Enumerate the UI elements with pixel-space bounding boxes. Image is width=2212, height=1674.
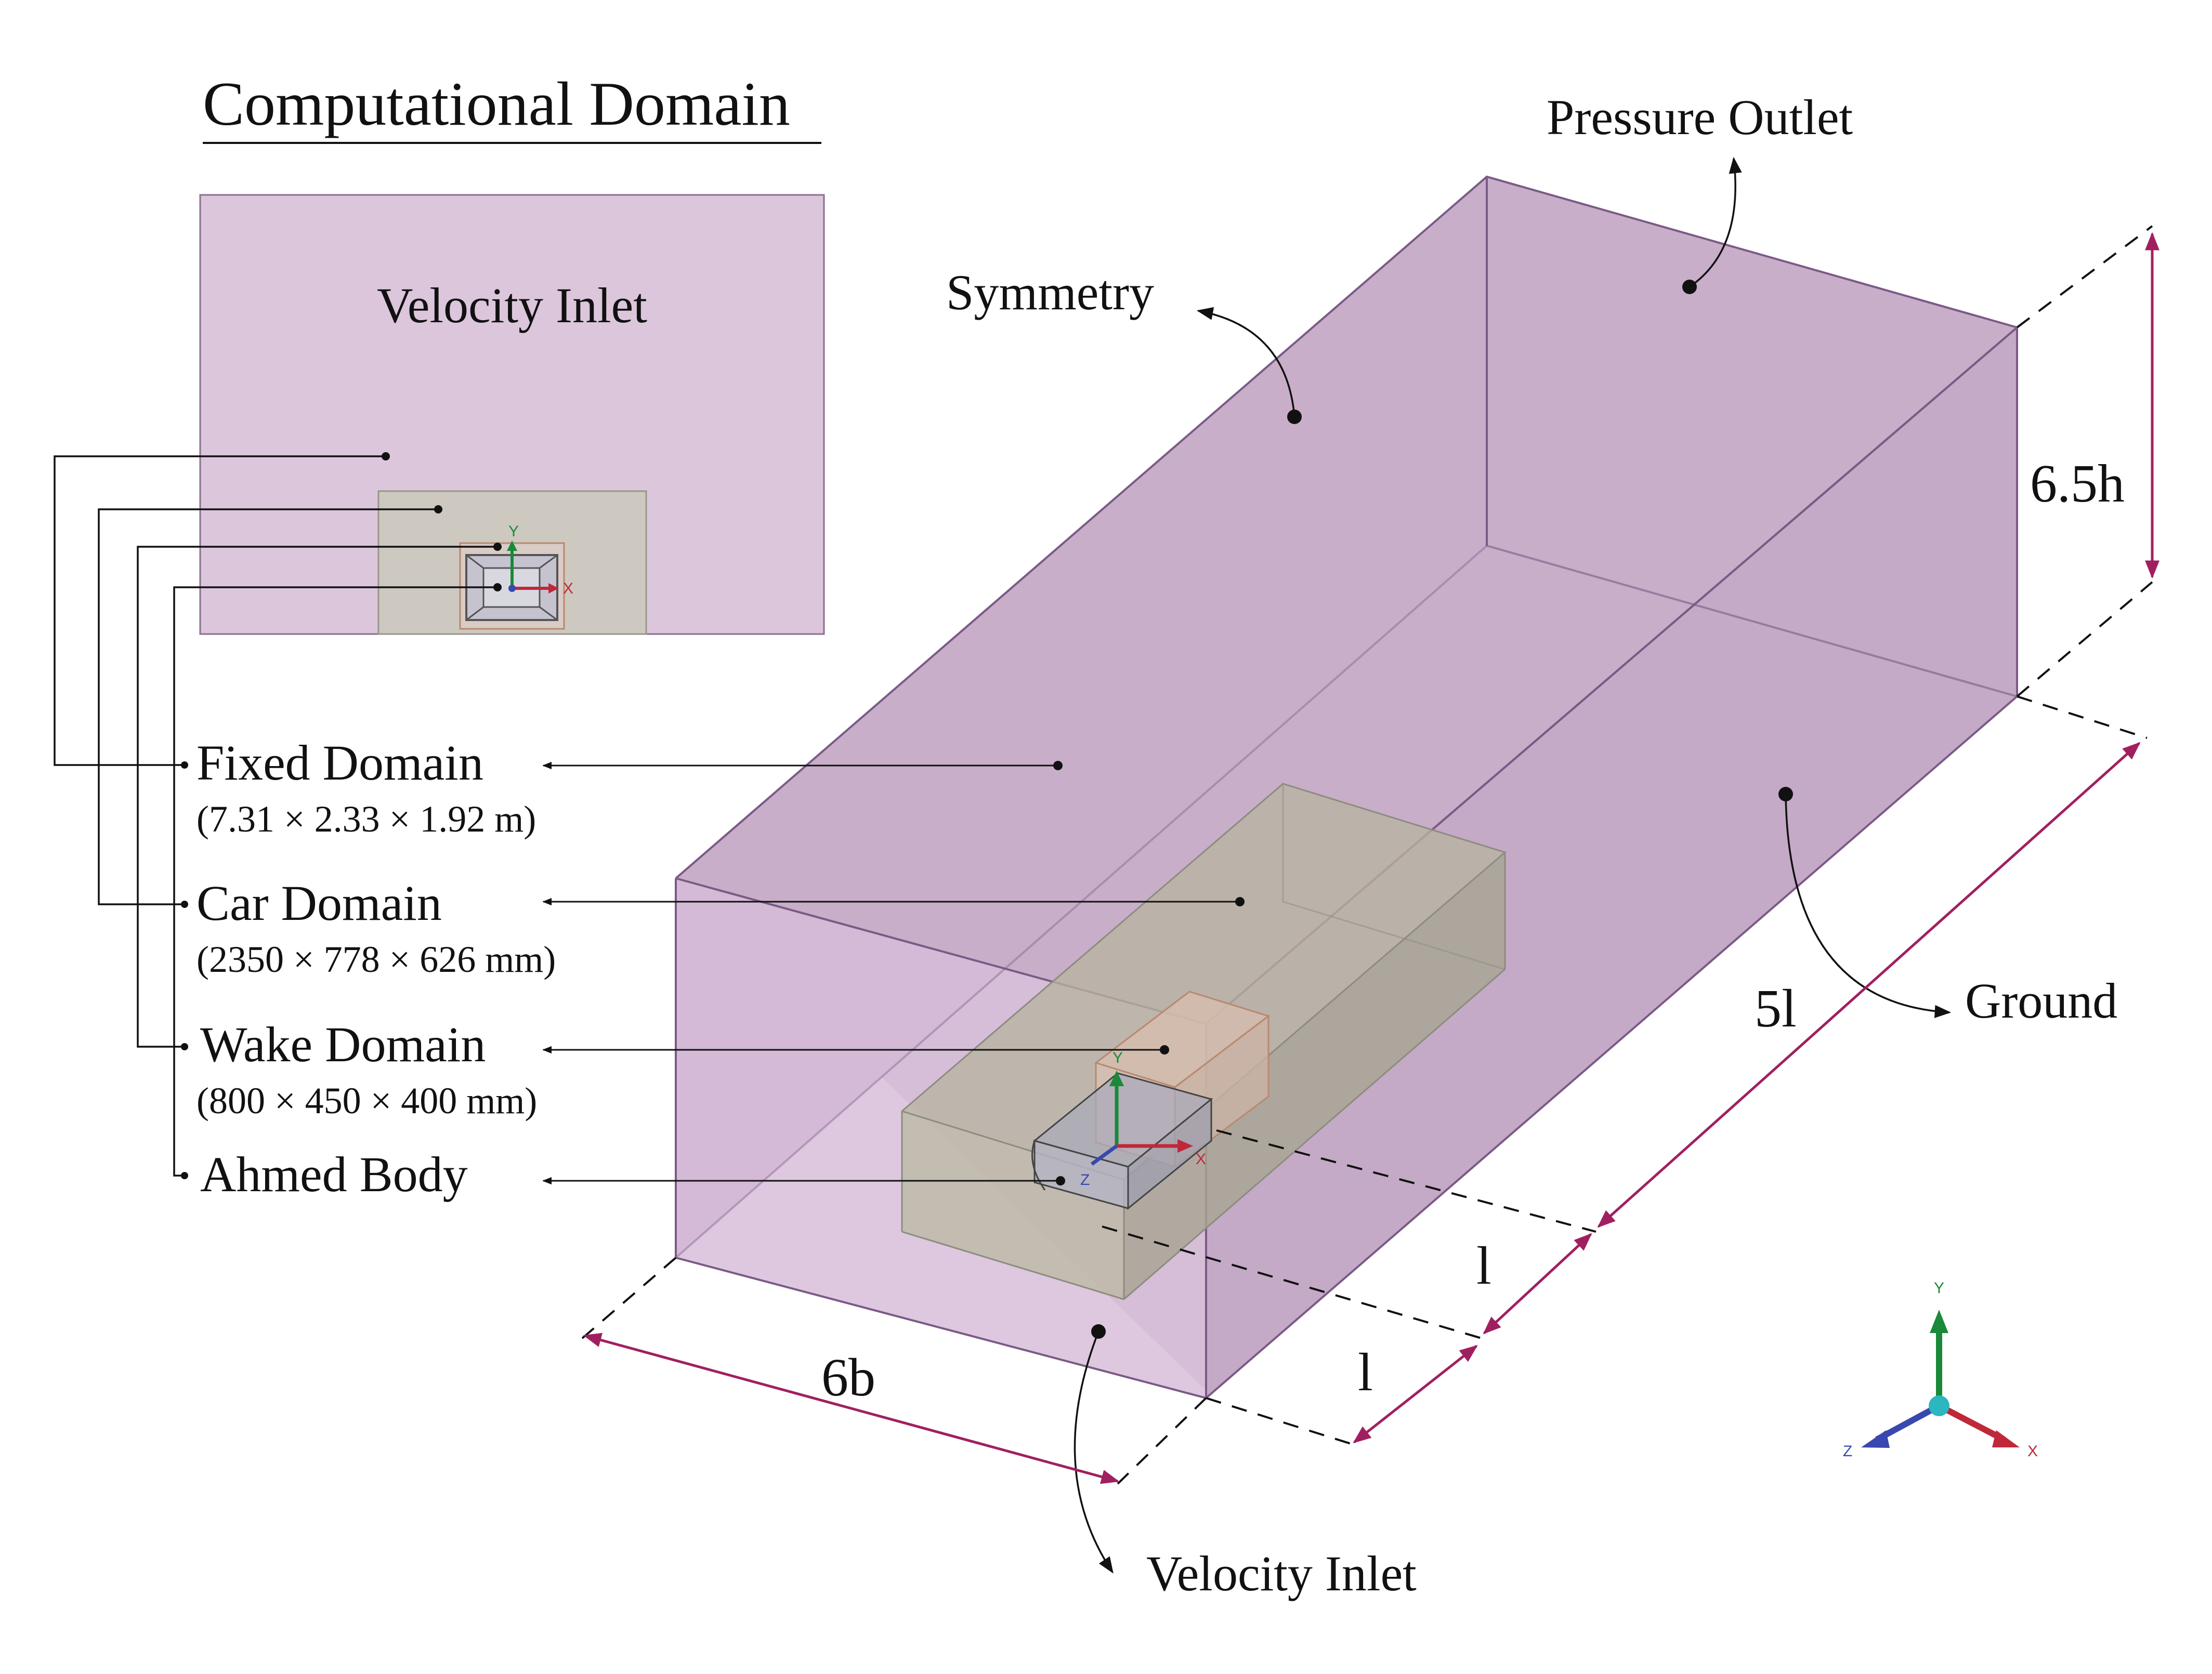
fixed-domain-size: (7.31 × 2.33 × 1.92 m) — [197, 798, 536, 840]
car-domain-name: Car Domain — [197, 875, 442, 931]
height-dimension-label: 6.5h — [2030, 454, 2125, 513]
domain-pointer-arrows — [542, 761, 1245, 1185]
ahmed-body-name: Ahmed Body — [200, 1146, 468, 1202]
wake-domain-name: Wake Domain — [200, 1017, 486, 1072]
title-text: Computational Domain — [203, 69, 790, 138]
length-dimension-label: 5l — [1755, 979, 1797, 1038]
wake-domain-label: Wake Domain (800 × 450 × 400 mm) — [197, 1017, 537, 1122]
symmetry-top-face — [676, 177, 2017, 1024]
ahmed-body-label: Ahmed Body — [200, 1146, 468, 1202]
fixed-domain-3d — [675, 175, 2020, 1399]
wake-domain-size: (800 × 450 × 400 mm) — [197, 1080, 537, 1122]
velocity-inlet-label: Velocity Inlet — [1146, 1546, 1417, 1601]
symmetry-callout: Symmetry — [946, 265, 1302, 424]
inset-axis-triad: Y X — [507, 523, 573, 597]
inset-x-axis-label: X — [563, 580, 573, 597]
domain-labels: Fixed Domain (7.31 × 2.33 × 1.92 m) Car … — [197, 735, 556, 1202]
pressure-outlet-label: Pressure Outlet — [1547, 89, 1853, 145]
fixed-domain-name: Fixed Domain — [197, 735, 483, 790]
ground-label: Ground — [1965, 973, 2117, 1029]
upstream-dimensions: l l — [1102, 1225, 1592, 1446]
upstream-dimension-label-2: l — [1358, 1342, 1373, 1402]
diagram-title: Computational Domain — [203, 69, 821, 144]
global-x-axis-label: X — [2027, 1443, 2038, 1460]
car-domain-front-face — [902, 1111, 1124, 1299]
upstream-dimension-label-1: l — [1476, 1236, 1491, 1296]
body-z-axis-label: Z — [1080, 1171, 1090, 1189]
width-dimension: 6b — [581, 1257, 1207, 1485]
inset-y-axis-label: Y — [508, 523, 519, 540]
car-domain-label: Car Domain (2350 × 778 × 626 mm) — [197, 875, 556, 980]
height-dimension: 6.5h — [2016, 225, 2159, 697]
inset-front-view: Velocity Inlet Y X — [199, 194, 825, 635]
inset-leader-lines — [54, 455, 498, 1179]
body-axis-triad: Y X Z — [1080, 1049, 1206, 1189]
length-dimension: 5l — [1216, 695, 2148, 1233]
velocity-inlet-callout: Velocity Inlet — [1074, 1324, 1417, 1601]
global-y-axis-label: Y — [1934, 1280, 1944, 1297]
pressure-outlet-callout: Pressure Outlet — [1547, 89, 1853, 294]
global-z-axis-label: Z — [1843, 1443, 1852, 1460]
body-x-axis-label: X — [1196, 1151, 1206, 1168]
symmetry-label: Symmetry — [946, 265, 1154, 320]
body-y-axis-label: Y — [1112, 1049, 1123, 1066]
width-dimension-label: 6b — [821, 1348, 875, 1407]
car-domain-3d — [901, 783, 1507, 1300]
ahmed-body-3d — [1031, 1072, 1213, 1210]
car-domain-size: (2350 × 778 × 626 mm) — [197, 939, 556, 980]
inset-velocity-inlet-label: Velocity Inlet — [377, 278, 647, 333]
global-axis-triad: Y X Z — [1843, 1280, 2038, 1460]
fixed-domain-label: Fixed Domain (7.31 × 2.33 × 1.92 m) — [197, 735, 536, 840]
